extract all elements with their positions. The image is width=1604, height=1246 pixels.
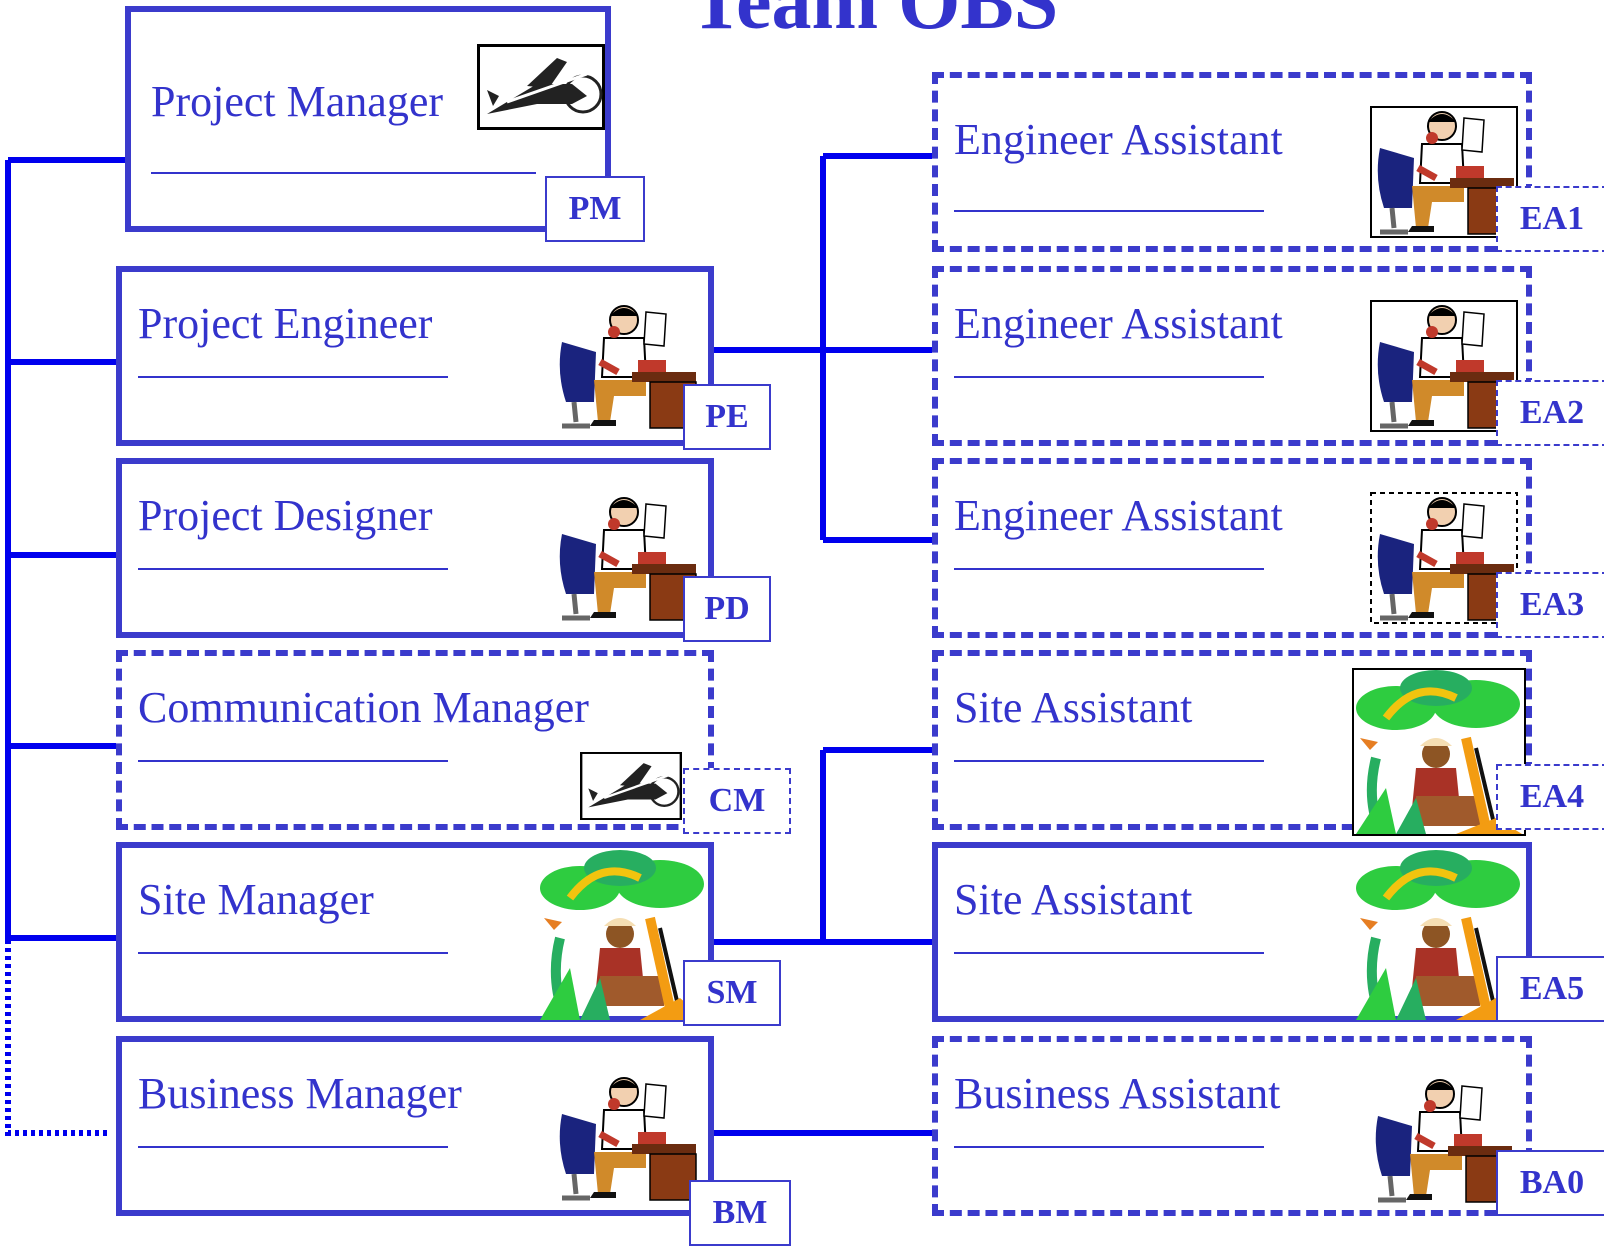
name-blank-line (954, 376, 1264, 378)
box-project-engineer: Project Engineer (116, 266, 714, 446)
role-label: Site Assistant (954, 875, 1193, 924)
role-label: Engineer Assistant (954, 299, 1283, 348)
role-label: Engineer Assistant (954, 491, 1283, 540)
name-blank-line (954, 952, 1264, 954)
engineer-at-desk-icon (559, 1077, 697, 1201)
code-badge-ea3: EA3 (1496, 572, 1604, 638)
code-badge-ea1: EA1 (1496, 186, 1604, 252)
role-label: Business Manager (138, 1069, 462, 1118)
airplane-icon (580, 752, 682, 820)
name-blank-line (954, 568, 1264, 570)
code-badge-ba0: BA0 (1496, 1150, 1604, 1216)
code-badge-cm: CM (683, 768, 791, 834)
airplane-icon (477, 44, 605, 130)
role-label: Site Manager (138, 875, 374, 924)
box-engineer-assistant-2: Engineer Assistant (932, 266, 1532, 446)
code-badge-ea4: EA4 (1496, 764, 1604, 830)
code-badge-ea2: EA2 (1496, 380, 1604, 446)
role-label: Communication Manager (138, 683, 589, 732)
box-site-assistant-2: Site Assistant (932, 842, 1532, 1022)
jungle-worker-icon (540, 850, 706, 1020)
engineer-at-desk-icon (1375, 1079, 1513, 1203)
box-site-manager: Site Manager (116, 842, 714, 1022)
box-engineer-assistant-3: Engineer Assistant (932, 458, 1532, 638)
name-blank-line (954, 1146, 1264, 1148)
box-business-manager: Business Manager (116, 1036, 714, 1216)
name-blank-line (151, 172, 536, 174)
box-site-assistant-1: Site Assistant (932, 650, 1532, 836)
jungle-worker-icon (1356, 850, 1522, 1020)
box-engineer-assistant-1: Engineer Assistant (932, 72, 1532, 252)
name-blank-line (138, 376, 448, 378)
engineer-at-desk-icon (559, 497, 697, 621)
code-badge-pd: PD (683, 576, 771, 642)
role-label: Project Designer (138, 491, 433, 540)
code-badge-ea5: EA5 (1496, 956, 1604, 1022)
role-label: Business Assistant (954, 1069, 1281, 1118)
name-blank-line (954, 760, 1264, 762)
code-badge-pe: PE (683, 384, 771, 450)
role-label: Engineer Assistant (954, 115, 1283, 164)
name-blank-line (138, 568, 448, 570)
role-label: Project Manager (151, 77, 443, 126)
name-blank-line (138, 952, 448, 954)
diagram-title: Team OBS (690, 0, 1059, 46)
engineer-at-desk-icon (1370, 300, 1518, 432)
code-badge-pm: PM (545, 176, 645, 242)
box-project-manager: Project Manager (125, 6, 611, 232)
code-badge-sm: SM (683, 960, 781, 1026)
engineer-at-desk-icon (559, 305, 697, 429)
name-blank-line (138, 1146, 448, 1148)
role-label: Project Engineer (138, 299, 433, 348)
name-blank-line (954, 210, 1264, 212)
name-blank-line (138, 760, 448, 762)
box-communication-manager: Communication Manager (116, 650, 714, 830)
role-label: Site Assistant (954, 683, 1193, 732)
box-project-designer: Project Designer (116, 458, 714, 638)
code-badge-bm: BM (689, 1180, 791, 1246)
box-business-assistant: Business Assistant (932, 1036, 1532, 1216)
